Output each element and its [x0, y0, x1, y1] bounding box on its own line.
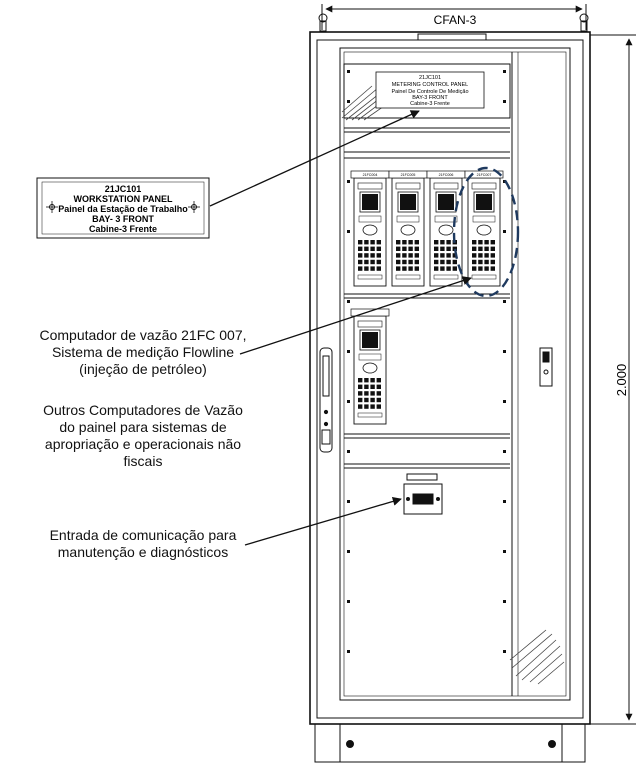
annotation-other-line-3: apropriação e operacionais não	[44, 436, 242, 452]
annotation-comm-line-2: manutenção e diagnósticos	[57, 544, 229, 560]
right-lock	[539, 347, 553, 387]
annotation-flow-computer: Computador de vazão 21FC 007, Sistema de…	[12, 327, 274, 378]
annotation-flow-computer-line-1: Computador de vazão 21FC 007,	[39, 327, 247, 343]
annotation-other-line-1: Outros Computadores de Vazão	[43, 402, 243, 418]
width-dimension	[321, 4, 587, 30]
annotation-flow-computer-line-3: (injeção de petróleo)	[79, 361, 207, 377]
header-plate-line-2: METERING CONTROL PANEL	[392, 82, 468, 88]
header-plate: 21JC101 METERING CONTROL PANEL Painel De…	[375, 71, 485, 109]
flow-computer-modules: 21FC004 21FC005 21FC006 21FC007	[350, 170, 504, 287]
workstation-label-line-5: Cabine-3 Frente	[89, 224, 157, 234]
rail-screws	[347, 70, 506, 653]
leader-comm-port	[244, 496, 402, 546]
flow-computer-module: 21FC007	[464, 170, 504, 287]
annotation-flow-computer-line-2: Sistema de medição Flowline	[51, 344, 235, 360]
flow-computer-module: 21FC006	[426, 170, 466, 287]
header-plate-line-4: BAY-3 FRONT	[412, 95, 448, 101]
lifting-eye-right	[579, 13, 589, 32]
module-tag-0: 21FC004	[363, 173, 378, 177]
cabinet-id: CFAN-3	[434, 13, 477, 27]
annotation-comm-line-1: Entrada de comunicação para	[49, 527, 237, 543]
module-tag-1: 21FC005	[401, 173, 416, 177]
module-tag-2: 21FC006	[439, 173, 454, 177]
workstation-label-line-4: BAY- 3 FRONT	[92, 214, 154, 224]
annotation-comm-port: Entrada de comunicação para manutenção e…	[12, 527, 274, 561]
leader-workstation	[209, 110, 420, 207]
workstation-label-line-1: 21JC101	[105, 184, 142, 194]
header-plate-line-5: Cabine-3 Frente	[410, 101, 450, 107]
highlight-ellipse	[452, 166, 520, 298]
height-dimension	[590, 34, 636, 725]
door-panel-edge	[511, 52, 519, 696]
module-tag-3: 21FC007	[477, 173, 492, 177]
height-label: 2.000	[614, 364, 629, 397]
annotation-other-line-2: do painel para sistemas de	[59, 419, 227, 435]
annotation-other-computers: Outros Computadores de Vazão do painel p…	[12, 402, 274, 470]
hatch-bottom-right	[509, 629, 565, 685]
header-plate-line-1: 21JC101	[419, 75, 441, 81]
flow-computer-module: 21FC004	[350, 170, 390, 287]
leader-flow-computer	[239, 276, 472, 355]
lifting-eye-left	[318, 13, 328, 32]
flow-computer-module	[350, 308, 390, 425]
comm-port	[403, 473, 443, 515]
flow-computer-module: 21FC005	[388, 170, 428, 287]
workstation-panel-label: 21JC101 WORKSTATION PANEL Painel da Esta…	[36, 177, 210, 239]
header-plate-line-3: Painel De Controle De Medição	[391, 89, 468, 95]
cabinet-frame	[309, 31, 591, 725]
left-handle	[319, 347, 333, 453]
flow-computer-module-lower	[350, 308, 390, 425]
cabinet-plinth	[314, 723, 586, 763]
workstation-label-line-3: Painel da Estação de Trabalho	[58, 204, 188, 214]
annotation-other-line-4: fiscais	[123, 453, 163, 469]
workstation-label-line-2: WORKSTATION PANEL	[74, 194, 173, 204]
